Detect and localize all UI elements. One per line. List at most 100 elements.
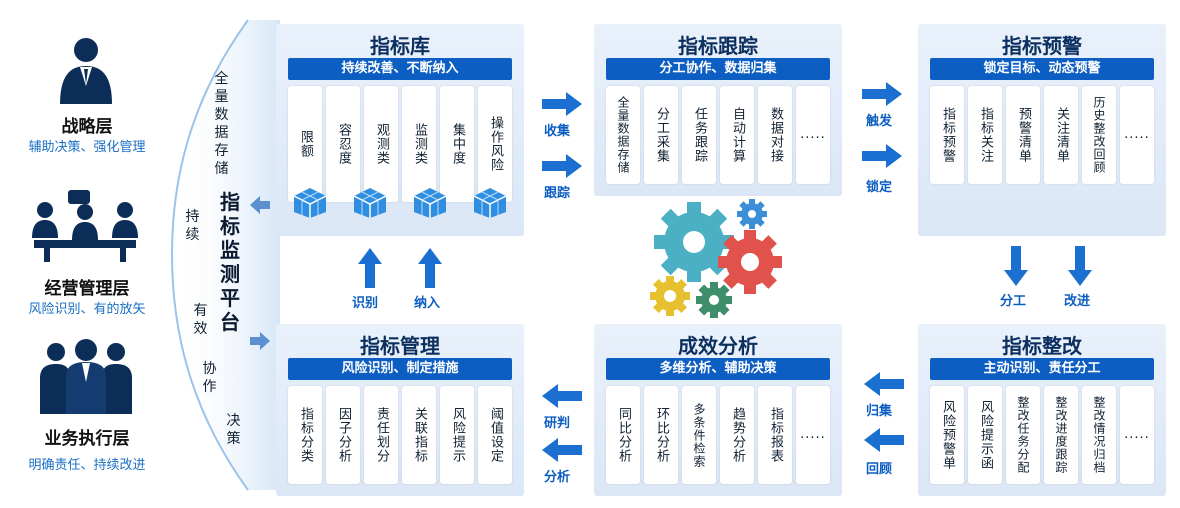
data-cube-icon [293,188,327,218]
arrow-down-icon [1068,246,1092,286]
library-item: 操作风险 [478,86,512,202]
platform-side-storage: 全量数据存储 [214,71,230,177]
arrow-right-icon [542,154,582,178]
tracking-item: 任务跟踪 [682,86,716,184]
tracking-item: 数据对接 [758,86,792,184]
panel-effect-analysis: 成效分析 多维分析、辅助决策 同比分析 环比分析 多条件检索 趋势分析 指标报表… [594,324,842,496]
role-subtitle-strategy: 辅助决策、强化管理 [28,140,146,155]
panel-title-warning: 指标预警 [1002,34,1082,58]
gears-icon [650,199,782,318]
library-item: 容忍度 [326,86,360,202]
arrow-left-icon [864,428,904,452]
panel-title-management: 指标管理 [360,334,440,358]
arrow-right-icon [862,144,902,168]
panel-title-rectify: 指标整改 [1002,334,1082,358]
arrow-right-icon [542,92,582,116]
warning-item: 历史整改回顾 [1082,86,1116,184]
analysis-item: 趋势分析 [720,386,754,484]
platform-side-decision: 决策 [226,413,242,447]
platform-side-continuous: 持续 [185,209,201,243]
library-item: 限额 [288,86,322,202]
arrow-label-trigger: 触发 [866,114,893,129]
arrow-left-icon [542,384,582,408]
management-item: 风险提示 [440,386,474,484]
arrow-label-lock: 锁定 [866,180,893,195]
panel-title-tracking: 指标跟踪 [678,34,758,58]
arrow-label-review: 回顾 [866,462,893,477]
tracking-item: 全量数据存储 [606,86,640,184]
platform-side-collaboration: 协作 [202,361,218,395]
panel-bar-rectify: 主动识别、责任分工 [930,358,1154,380]
arrow-label-identify: 识别 [352,296,379,311]
role-title-strategy: 战略层 [61,117,113,137]
warning-item: 关注清单 [1044,86,1078,184]
executive-person-icon [60,38,112,104]
platform-name: 指标监测平台 [220,190,240,334]
arrow-label-divide: 分工 [1000,294,1027,309]
panel-indicator-management: 指标管理 风险识别、制定措施 指标分类 因子分析 责任划分 关联指标 风险提示 … [276,324,524,496]
panel-bar-management: 风险识别、制定措施 [288,358,512,380]
arrow-label-improve: 改进 [1064,294,1091,309]
management-item: 指标分类 [288,386,322,484]
rectify-item: 整改情况归档 [1082,386,1116,484]
tracking-item: 自动计算 [720,86,754,184]
warning-item: 指标预警 [930,86,964,184]
panel-title-analysis: 成效分析 [678,334,758,358]
library-item: 集中度 [440,86,474,202]
platform-arc [170,19,280,491]
panel-indicator-warning: 指标预警 锁定目标、动态预警 指标预警 指标关注 预警清单 关注清单 历史整改回… [918,24,1166,236]
library-item: 监测类 [402,86,436,202]
arrow-right-icon [862,82,902,106]
arrow-right-from-platform [250,332,270,350]
panel-indicator-tracking: 指标跟踪 分工协作、数据归集 全量数据存储 分工采集 任务跟踪 自动计算 数据对… [594,24,842,196]
role-title-execution: 业务执行层 [44,429,130,449]
arrow-left-to-platform [250,196,270,214]
warning-item: 预警清单 [1006,86,1040,184]
library-item: 观测类 [364,86,398,202]
analysis-item: 多条件检索 [682,386,716,484]
warning-item: ..... [1120,86,1154,184]
tracking-item: 分工采集 [644,86,678,184]
arrow-left-icon [864,372,904,396]
arrow-label-gather: 归集 [866,404,893,419]
meeting-group-icon [32,190,138,262]
data-cube-icon [473,188,507,218]
analysis-item: 环比分析 [644,386,678,484]
analysis-item: ..... [796,386,830,484]
rectify-item: 风险提示函 [968,386,1002,484]
management-item: 责任划分 [364,386,398,484]
rectify-item: ..... [1120,386,1154,484]
arrow-label-analyze: 分析 [544,470,571,485]
role-subtitle-operation: 风险识别、有的放矢 [28,302,146,317]
role-subtitle-execution: 明确责任、持续改进 [28,458,146,473]
arrow-label-judge: 研判 [544,416,571,431]
arrow-down-icon [1004,246,1028,286]
rectify-item: 整改进度跟踪 [1044,386,1078,484]
panel-indicator-rectify: 指标整改 主动识别、责任分工 风险预警单 风险提示函 整改任务分配 整改进度跟踪… [918,324,1166,496]
role-title-operation: 经营管理层 [44,279,130,299]
arrow-up-icon [418,248,442,288]
arrow-label-include: 纳入 [414,296,441,311]
management-item: 因子分析 [326,386,360,484]
data-cube-icon [413,188,447,218]
panel-bar-analysis: 多维分析、辅助决策 [606,358,830,380]
arrow-label-track: 跟踪 [544,186,571,201]
management-item: 关联指标 [402,386,436,484]
tracking-item: ..... [796,86,830,184]
warning-item: 指标关注 [968,86,1002,184]
data-cube-icon [353,188,387,218]
arrow-label-collect: 收集 [544,124,571,139]
panel-bar-library: 持续改善、不断纳入 [288,58,512,80]
platform-side-effective: 有效 [193,303,209,337]
rectify-item: 风险预警单 [930,386,964,484]
panel-bar-tracking: 分工协作、数据归集 [606,58,830,80]
management-item: 阈值设定 [478,386,512,484]
panel-bar-warning: 锁定目标、动态预警 [930,58,1154,80]
arrow-left-icon [542,438,582,462]
team-group-icon [40,339,132,414]
arrow-up-icon [358,248,382,288]
analysis-item: 同比分析 [606,386,640,484]
rectify-item: 整改任务分配 [1006,386,1040,484]
analysis-item: 指标报表 [758,386,792,484]
panel-title-library: 指标库 [370,34,430,58]
